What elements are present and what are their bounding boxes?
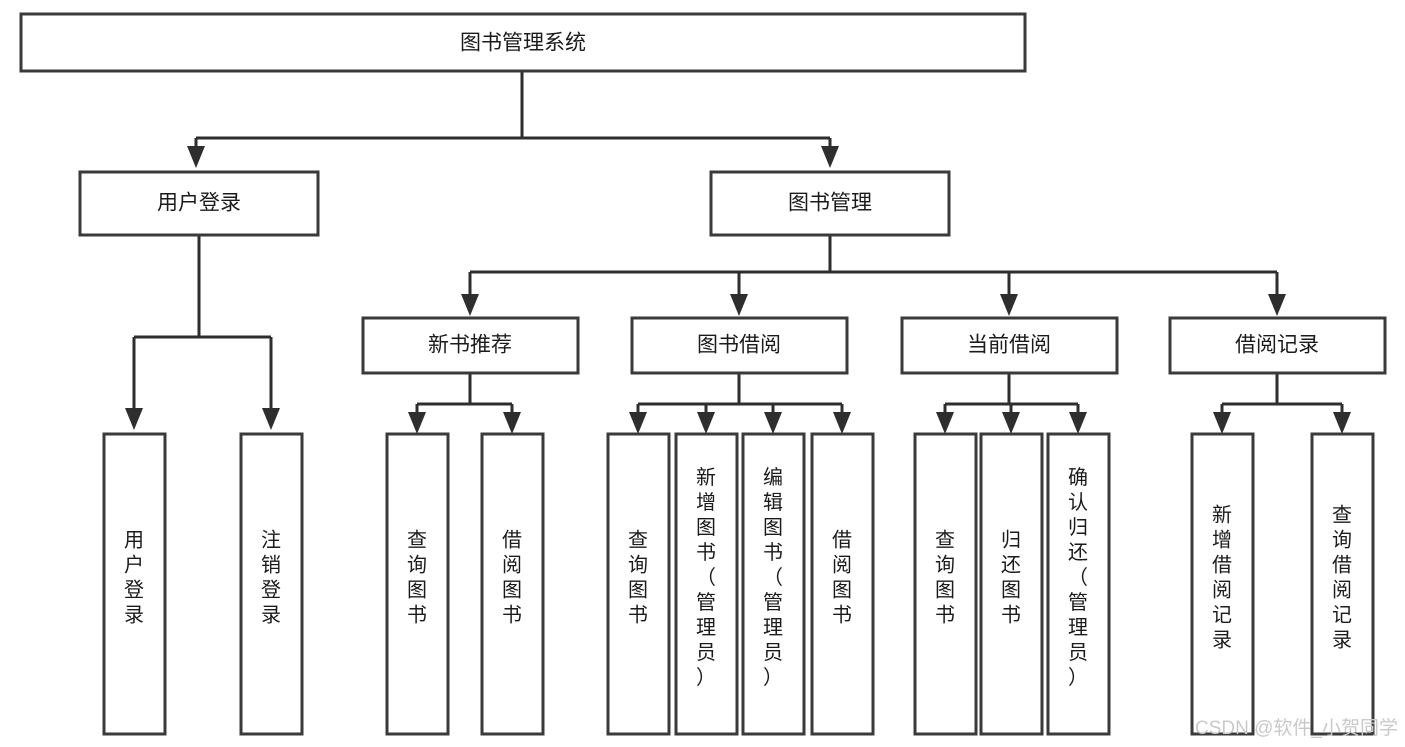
node-leaf-add-record[interactable]: 新增借阅记录 — [1190, 432, 1255, 736]
arrow-to-leaf-add-book — [697, 412, 715, 434]
node-leaf-edit-book-box[interactable] — [741, 432, 806, 736]
node-user-login[interactable]: 用户登录 — [78, 170, 320, 237]
node-leaf-add-book-box[interactable] — [674, 432, 739, 736]
node-leaf-user-login[interactable]: 用户登录 — [102, 432, 167, 736]
arrow-to-leaf-confirm-return — [1069, 412, 1087, 434]
node-leaf-query-record-box[interactable] — [1310, 432, 1375, 736]
arrow-to-leaf-query-book-1 — [408, 412, 426, 434]
node-leaf-query-book-2-label: 查询图书 — [628, 529, 648, 627]
arrow-to-borrow-record — [1268, 294, 1286, 316]
node-leaf-borrow-book-2-label: 借阅图书 — [832, 529, 852, 627]
node-leaf-user-login-box[interactable] — [102, 432, 167, 736]
node-leaf-borrow-book-1-label: 借阅图书 — [502, 529, 522, 627]
node-borrow-record[interactable]: 借阅记录 — [1168, 316, 1387, 375]
node-leaf-user-login-label: 用户登录 — [124, 530, 144, 627]
arrow-to-leaf-borrow-book-2 — [833, 412, 851, 434]
node-current-borrow[interactable]: 当前借阅 — [900, 316, 1119, 375]
node-leaf-edit-book[interactable]: 编辑图书（管理员） — [741, 432, 806, 736]
node-leaf-query-record[interactable]: 查询借阅记录 — [1310, 432, 1375, 736]
node-leaf-borrow-book-2[interactable]: 借阅图书 — [810, 432, 875, 736]
node-book-management-label: 图书管理 — [788, 192, 872, 215]
node-root-label: 图书管理系统 — [460, 32, 586, 55]
node-leaf-query-record-label: 查询借阅记录 — [1332, 504, 1352, 652]
node-user-login-box[interactable] — [78, 170, 320, 237]
node-leaf-add-record-box[interactable] — [1190, 432, 1255, 736]
arrow-to-leaf-edit-book — [764, 412, 782, 434]
arrow-to-book-borrow — [730, 294, 748, 316]
node-borrow-record-label: 借阅记录 — [1235, 334, 1319, 357]
node-leaf-confirm-return[interactable]: 确认归还（管理员） — [1046, 432, 1111, 736]
node-leaf-logout[interactable]: 注销登录 — [239, 432, 304, 736]
node-leaf-edit-book-label: 编辑图书（管理员） — [763, 466, 783, 689]
arrow-to-leaf-query-book-2 — [629, 412, 647, 434]
node-leaf-query-book-1-box[interactable] — [385, 432, 450, 736]
arrow-to-leaf-borrow-book-1 — [503, 412, 521, 434]
node-book-management[interactable]: 图书管理 — [709, 170, 951, 237]
arrow-to-current-borrow — [1000, 294, 1018, 316]
node-leaf-confirm-return-box[interactable] — [1046, 432, 1111, 736]
node-book-borrow[interactable]: 图书借阅 — [630, 316, 849, 375]
node-leaf-return-book[interactable]: 归还图书 — [979, 432, 1044, 736]
arrow-to-leaf-logout — [262, 408, 280, 430]
node-book-borrow-box[interactable] — [630, 316, 849, 375]
arrow-to-book-management — [821, 146, 839, 168]
arrow-to-leaf-query-book-3 — [936, 412, 954, 434]
node-new-book-recommend-box[interactable] — [361, 316, 580, 375]
node-leaf-borrow-book-2-box[interactable] — [810, 432, 875, 736]
node-leaf-add-book[interactable]: 新增图书（管理员） — [674, 432, 739, 736]
node-leaf-query-book-1[interactable]: 查询图书 — [385, 432, 450, 736]
node-leaf-query-book-1-label: 查询图书 — [407, 529, 427, 627]
node-book-management-box[interactable] — [709, 170, 951, 237]
arrow-to-leaf-query-record — [1333, 412, 1351, 434]
node-borrow-record-box[interactable] — [1168, 316, 1387, 375]
node-leaf-return-book-box[interactable] — [979, 432, 1044, 736]
node-leaf-query-book-2[interactable]: 查询图书 — [606, 432, 671, 736]
node-leaf-query-book-3[interactable]: 查询图书 — [913, 432, 978, 736]
node-book-borrow-label: 图书借阅 — [697, 334, 781, 357]
arrow-to-user-login — [187, 146, 205, 168]
node-leaf-borrow-book-1[interactable]: 借阅图书 — [480, 432, 545, 736]
node-leaf-return-book-label: 归还图书 — [1001, 529, 1021, 627]
node-new-book-recommend-label: 新书推荐 — [428, 334, 512, 357]
node-current-borrow-label: 当前借阅 — [967, 334, 1051, 357]
arrow-to-leaf-return-book — [1002, 412, 1020, 434]
node-leaf-add-record-label: 新增借阅记录 — [1212, 504, 1232, 652]
node-new-book-recommend[interactable]: 新书推荐 — [361, 316, 580, 375]
node-root[interactable]: 图书管理系统 — [19, 12, 1027, 73]
node-leaf-confirm-return-label: 确认归还（管理员） — [1068, 466, 1088, 689]
node-leaf-logout-label: 注销登录 — [261, 529, 281, 627]
node-leaf-query-book-2-box[interactable] — [606, 432, 671, 736]
arrow-to-leaf-user-login — [125, 408, 143, 430]
node-leaf-borrow-book-1-box[interactable] — [480, 432, 545, 736]
connector-layer — [125, 71, 1351, 434]
node-leaf-query-book-3-box[interactable] — [913, 432, 978, 736]
arrow-to-new-book-recommend — [461, 294, 479, 316]
node-user-login-label: 用户登录 — [157, 192, 241, 215]
arrow-to-leaf-add-record — [1213, 412, 1231, 434]
node-root-box[interactable] — [19, 12, 1027, 73]
node-leaf-query-book-3-label: 查询图书 — [935, 529, 955, 627]
node-leaf-logout-box[interactable] — [239, 432, 304, 736]
csdn-watermark: CSDN @软件_小贺同学 — [1195, 717, 1398, 739]
node-leaf-add-book-label: 新增图书（管理员） — [696, 466, 716, 689]
node-current-borrow-box[interactable] — [900, 316, 1119, 375]
